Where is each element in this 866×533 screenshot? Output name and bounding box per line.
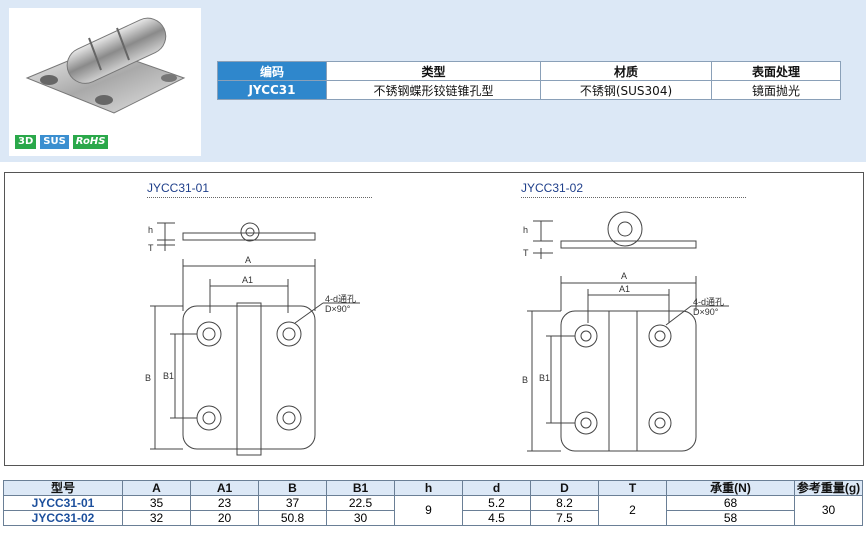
- spec-code: JYCC31: [217, 80, 327, 100]
- dims-row2-load: 58: [666, 510, 795, 526]
- label-01-h: h: [148, 225, 154, 235]
- badge-rohs: RoHS: [72, 135, 109, 149]
- dims-row1-d: 5.2: [462, 495, 531, 511]
- dims-row2-d-upper: 7.5: [530, 510, 599, 526]
- dims-header-load: 承重(N): [666, 480, 795, 496]
- drawing-01-geometry: [150, 222, 360, 456]
- label-02-t: T: [523, 248, 529, 258]
- label-02-a1: A1: [619, 284, 631, 294]
- product-photo: [9, 8, 201, 156]
- dims-header-h: h: [394, 480, 463, 496]
- label-01-b1: B1: [163, 371, 175, 381]
- certification-badges: 3D SUS RoHS: [15, 135, 109, 149]
- dims-row1-load: 68: [666, 495, 795, 511]
- badge-3d: 3D: [15, 135, 37, 149]
- dims-header-a: A: [122, 480, 191, 496]
- dims-row1-a1: 23: [190, 495, 259, 511]
- dims-header-model: 型号: [3, 480, 123, 496]
- dims-row2-b1: 30: [326, 510, 395, 526]
- dims-row2-b: 50.8: [258, 510, 327, 526]
- label-01-t: T: [148, 243, 154, 253]
- dims-t-merged: 2: [598, 495, 667, 526]
- table-row: JYCC31-02 32 20 50.8 30 4.5 7.5 58: [3, 510, 863, 526]
- spec-header-type: 类型: [326, 61, 541, 81]
- dims-row2-a: 32: [122, 510, 191, 526]
- dims-header-b: B: [258, 480, 327, 496]
- dims-header-t: T: [598, 480, 667, 496]
- spec-header-material: 材质: [540, 61, 712, 81]
- dims-row1-model: JYCC31-01: [3, 495, 123, 511]
- drawing-title-underline-02: [521, 197, 746, 198]
- label-01-a1: A1: [242, 275, 254, 285]
- label-02-b1: B1: [539, 373, 551, 383]
- spec-material: 不锈钢(SUS304): [540, 80, 712, 100]
- drawing-svg: [150, 211, 729, 456]
- dims-row1-a: 35: [122, 495, 191, 511]
- spec-header-finish: 表面处理: [711, 61, 841, 81]
- label-02-angle: D×90°: [693, 307, 719, 317]
- hinge-photo-illustration: [25, 17, 186, 114]
- badge-sus: SUS: [40, 135, 69, 149]
- spec-finish: 镜面抛光: [711, 80, 841, 100]
- spec-table: 编码 类型 材质 表面处理 JYCC31 不锈钢蝶形铰链锥孔型 不锈钢(SUS3…: [217, 61, 841, 100]
- label-02-b: B: [522, 375, 529, 385]
- dims-header-b1: B1: [326, 480, 395, 496]
- dims-weight-merged: 30: [794, 495, 863, 526]
- label-01-hole: 4-d通孔: [325, 294, 357, 304]
- dims-header-a1: A1: [190, 480, 259, 496]
- label-02-h: h: [523, 225, 529, 235]
- spec-header-code: 编码: [217, 61, 327, 81]
- label-01-a: A: [245, 255, 252, 265]
- drawing-title-01: JYCC31-01: [147, 181, 210, 195]
- dims-row2-model: JYCC31-02: [3, 510, 123, 526]
- spec-type: 不锈钢蝶形铰链锥孔型: [326, 80, 541, 100]
- dims-row1-d-upper: 8.2: [530, 495, 599, 511]
- dimensions-table: 型号 A A1 B B1 h d D T 承重(N) 参考重量(g) JYCC3…: [3, 480, 863, 526]
- drawing-02-geometry: [527, 211, 729, 452]
- technical-drawing-panel: JYCC31-01: [4, 172, 864, 466]
- dims-header-d-upper: D: [530, 480, 599, 496]
- dims-row2-d: 4.5: [462, 510, 531, 526]
- drawing-title-underline-01: [147, 197, 372, 198]
- label-02-hole: 4-d通孔: [693, 297, 725, 307]
- label-01-b: B: [145, 373, 152, 383]
- dims-h-merged: 9: [394, 495, 463, 526]
- label-02-a: A: [621, 271, 628, 281]
- table-row: JYCC31-01 35 23 37 22.5 9 5.2 8.2 2 68 3…: [3, 495, 863, 526]
- drawing-title-02: JYCC31-02: [521, 181, 584, 195]
- dims-row1-b1: 22.5: [326, 495, 395, 511]
- dims-header-row: 型号 A A1 B B1 h d D T 承重(N) 参考重量(g): [3, 480, 863, 496]
- dims-row2-a1: 20: [190, 510, 259, 526]
- dims-header-weight: 参考重量(g): [794, 480, 863, 496]
- dims-header-d: d: [462, 480, 531, 496]
- label-01-angle: D×90°: [325, 304, 351, 314]
- dims-row1-b: 37: [258, 495, 327, 511]
